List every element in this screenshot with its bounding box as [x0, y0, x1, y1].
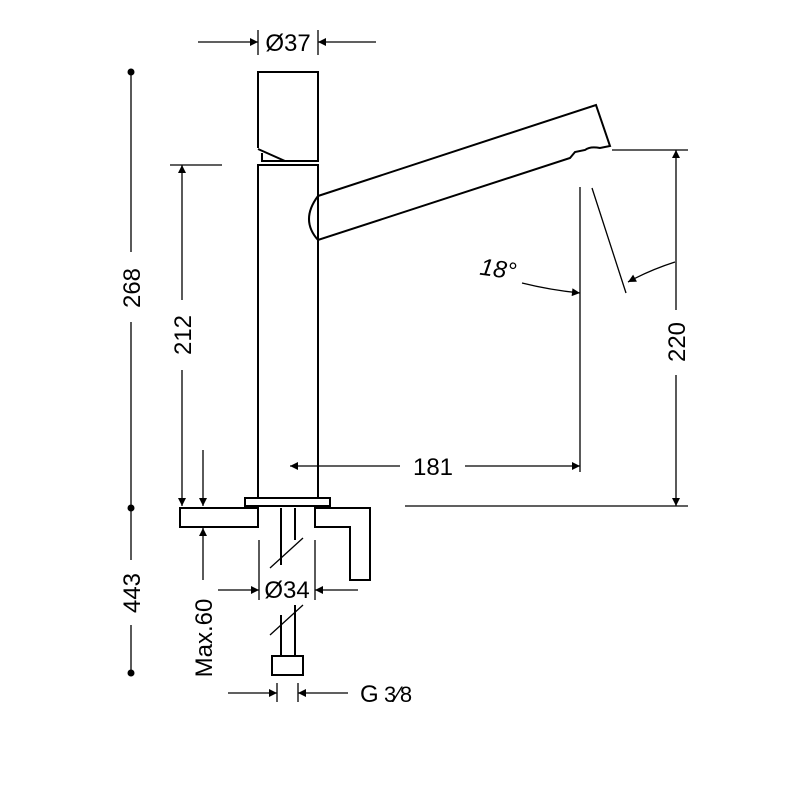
dimension-pipe-diameter: Ø34: [218, 540, 358, 604]
dimension-max-thickness: Max.60: [191, 450, 218, 677]
connection-prefix: G: [360, 681, 379, 708]
below-counter-label: 443: [119, 573, 146, 613]
countertop-section: [179, 507, 371, 581]
top-diameter-label: Ø37: [265, 30, 310, 57]
dimension-top-diameter: Ø37: [198, 30, 376, 57]
dimension-connection: G 3⁄8: [228, 681, 412, 708]
outlet-height-label: 220: [664, 322, 691, 362]
dimension-overall: 268 443: [119, 68, 146, 677]
reach-label: 181: [413, 454, 453, 481]
dimension-outlet-height: 220: [405, 149, 691, 507]
faucet-outline: [244, 71, 612, 507]
total-height-label: 268: [119, 268, 146, 308]
pipe-diameter-label: Ø34: [264, 577, 309, 604]
dimension-reach: 181: [290, 187, 581, 481]
angle-label: 18°: [478, 254, 518, 286]
dimension-angle: 18°: [478, 187, 676, 297]
connection-fraction: 3⁄8: [384, 682, 412, 707]
supply-hose: [269, 508, 304, 676]
body-height-label: 212: [170, 315, 197, 355]
dimension-body-height: 212: [170, 164, 222, 506]
max-thickness-label: Max.60: [191, 599, 218, 678]
